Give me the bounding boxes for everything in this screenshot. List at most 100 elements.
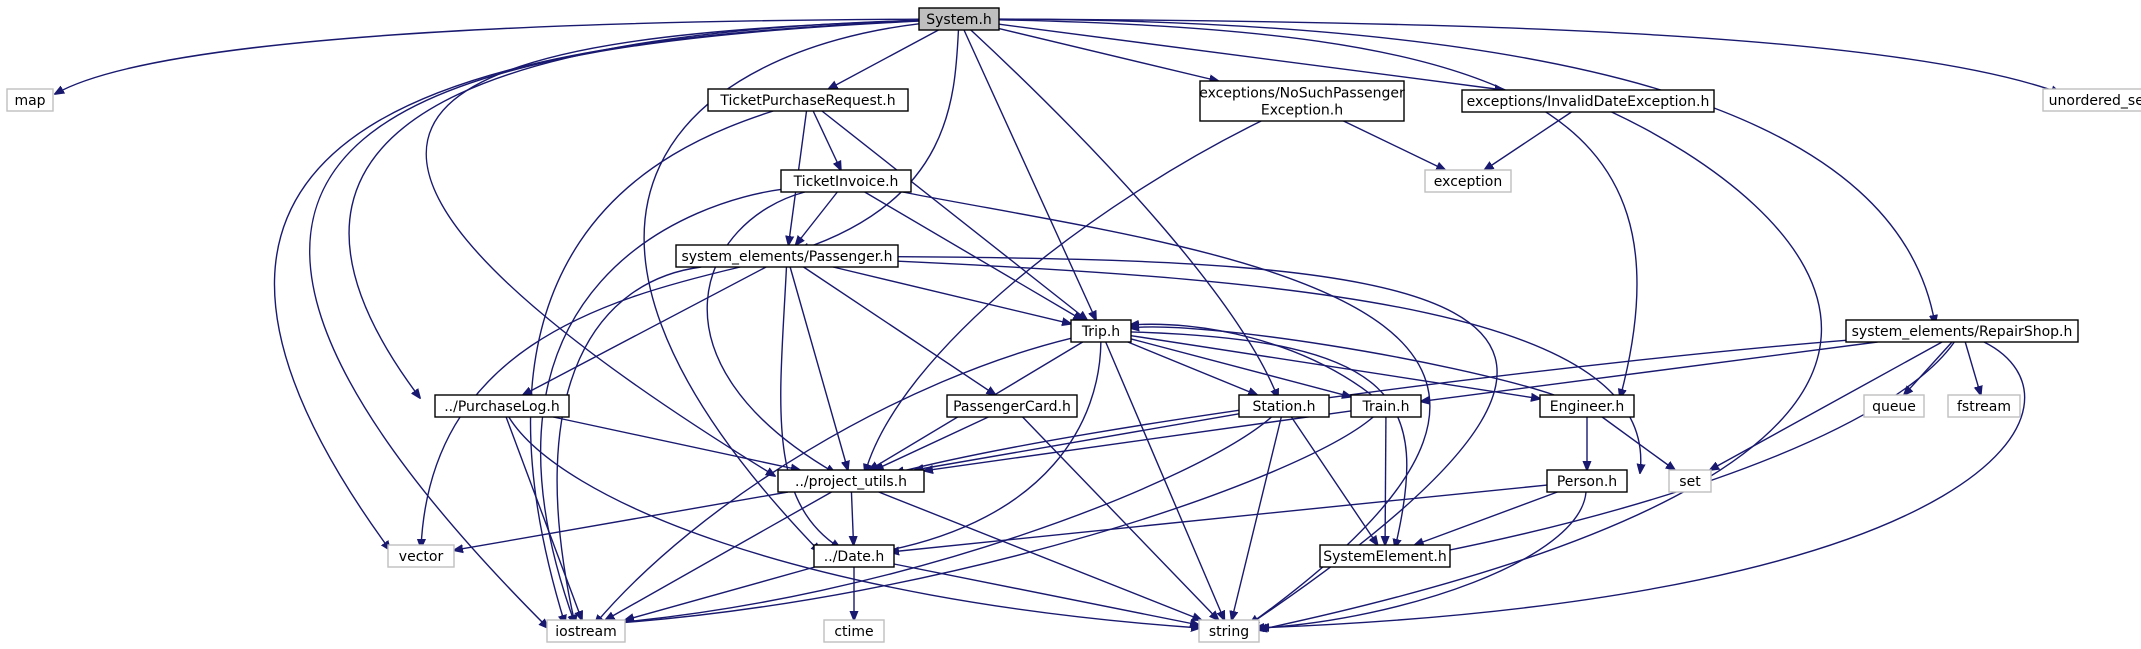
node-label: vector <box>399 549 444 565</box>
node-label: TicketInvoice.h <box>793 174 899 190</box>
edge-ticket-invoice-to-string <box>902 191 1431 624</box>
edge-passenger-to-date <box>780 266 840 548</box>
node-label: ../Date.h <box>824 549 884 565</box>
edge-ticket-purchase-request-to-trip <box>821 110 1087 320</box>
node-label: Exception.h <box>1261 103 1343 119</box>
node-box <box>1546 469 1628 493</box>
node-box <box>2042 88 2141 112</box>
edge-ticket-invoice-to-trip <box>864 191 1083 320</box>
node-box <box>777 469 925 493</box>
node-label: string <box>1209 624 1249 640</box>
node-label: TicketPurchaseRequest.h <box>719 93 895 109</box>
edge-system-to-vector <box>273 20 920 550</box>
node-unordered-set[interactable]: unordered_set <box>2042 88 2141 112</box>
node-repair-shop[interactable]: system_elements/RepairShop.h <box>1845 319 2079 343</box>
edge-purchase-log-to-string <box>508 416 1200 628</box>
edge-purchase-log-to-project-utils <box>553 416 800 470</box>
node-vector[interactable]: vector <box>387 544 455 568</box>
node-label: system_elements/Passenger.h <box>681 249 892 265</box>
edge-train-to-iostream <box>605 416 1374 624</box>
node-iostream[interactable]: iostream <box>546 619 626 643</box>
node-box <box>1863 394 1925 418</box>
edge-system-to-iostream <box>309 20 920 628</box>
node-project-utils[interactable]: ../project_utils.h <box>777 469 925 493</box>
edge-system-to-passenger <box>800 29 960 250</box>
node-label: queue <box>1872 399 1916 415</box>
node-string[interactable]: string <box>1198 619 1260 643</box>
node-train[interactable]: Train.h <box>1350 394 1422 418</box>
edge-person-to-date <box>890 484 1548 552</box>
node-fstream[interactable]: fstream <box>1947 394 2021 418</box>
node-passenger[interactable]: system_elements/Passenger.h <box>675 244 899 268</box>
edge-system-to-no-such-passenger <box>998 27 1218 81</box>
node-purchase-log[interactable]: ../PurchaseLog.h <box>434 394 570 418</box>
edge-repair-shop-to-project-utils <box>895 339 1847 473</box>
edge-date-to-iostream <box>625 566 815 620</box>
edge-trip-to-train <box>1130 338 1351 397</box>
node-system[interactable]: System.h <box>918 7 1000 31</box>
edge-passenger-card-to-project-utils <box>875 416 989 470</box>
node-ticket-purchase-request[interactable]: TicketPurchaseRequest.h <box>707 88 909 112</box>
edge-ticket-purchase-request-to-iostream <box>529 110 774 624</box>
edge-passenger-to-purchase-log <box>523 266 767 395</box>
node-box <box>1947 394 2021 418</box>
node-station[interactable]: Station.h <box>1238 394 1330 418</box>
node-label: SystemElement.h <box>1323 549 1447 565</box>
node-box <box>434 394 570 418</box>
edge-train-to-project-utils <box>924 410 1352 471</box>
node-set[interactable]: set <box>1668 469 1712 493</box>
edge-date-to-string <box>893 563 1199 625</box>
node-trip[interactable]: Trip.h <box>1070 319 1132 343</box>
edge-repair-shop-to-queue <box>1904 341 1953 395</box>
node-engineer[interactable]: Engineer.h <box>1539 394 1635 418</box>
node-system-element[interactable]: SystemElement.h <box>1319 544 1451 568</box>
edge-project-utils-to-date <box>851 491 853 545</box>
edge-system-to-date <box>643 23 920 552</box>
node-label: PassengerCard.h <box>953 399 1071 415</box>
edge-invalid-date-to-string <box>1258 111 1823 630</box>
node-box <box>823 619 885 643</box>
node-queue[interactable]: queue <box>1863 394 1925 418</box>
node-label: set <box>1679 474 1701 490</box>
edge-ticket-purchase-request-to-ticket-invoice <box>812 110 841 170</box>
edge-system-to-purchase-log <box>348 19 920 398</box>
node-ticket-invoice[interactable]: TicketInvoice.h <box>780 169 912 193</box>
node-box <box>1319 544 1451 568</box>
node-person[interactable]: Person.h <box>1546 469 1628 493</box>
node-label: ctime <box>834 624 873 640</box>
edge-station-to-system-element <box>1290 416 1377 545</box>
edge-system-to-unordered-set <box>998 18 2060 93</box>
node-map[interactable]: map <box>6 88 54 112</box>
edge-trip-to-date <box>880 341 1102 552</box>
node-ctime[interactable]: ctime <box>823 619 885 643</box>
edge-passenger-to-trip <box>832 266 1071 324</box>
node-box <box>1350 394 1422 418</box>
node-box <box>1461 89 1715 113</box>
edge-trip-to-iostream <box>595 337 1072 624</box>
node-label: exception <box>1434 174 1502 190</box>
node-label: ../project_utils.h <box>795 474 907 490</box>
edge-person-to-string <box>1260 491 1587 628</box>
edge-passenger-to-vector <box>421 266 741 548</box>
node-label: Train.h <box>1362 399 1410 415</box>
node-box <box>1198 619 1260 643</box>
edge-passenger-to-person <box>897 260 1641 473</box>
edge-ticket-invoice-to-passenger <box>796 191 838 245</box>
edge-passenger-to-passenger-card <box>803 266 996 395</box>
edge-project-utils-to-iostream <box>605 491 832 620</box>
edge-system-to-trip <box>963 29 1096 320</box>
nodes-layer: System.h map TicketPurchaseRequest.h except… <box>6 7 2141 643</box>
node-label: exceptions/NoSuchPassenger <box>1199 86 1405 102</box>
edge-train-to-system-element <box>1385 416 1386 545</box>
edge-train-to-trip <box>1130 324 1373 396</box>
node-invalid-date[interactable]: exceptions/InvalidDateException.h <box>1461 89 1715 113</box>
node-box <box>1199 80 1405 122</box>
edge-station-to-project-utils <box>915 413 1240 470</box>
node-passenger-card[interactable]: PassengerCard.h <box>946 394 1078 418</box>
node-label: unordered_set <box>2049 93 2141 109</box>
node-date[interactable]: ../Date.h <box>813 544 895 568</box>
node-exception[interactable]: exception <box>1424 169 1512 193</box>
node-label: exceptions/InvalidDateException.h <box>1467 94 1710 110</box>
edge-trip-to-system-element <box>1130 331 1408 548</box>
